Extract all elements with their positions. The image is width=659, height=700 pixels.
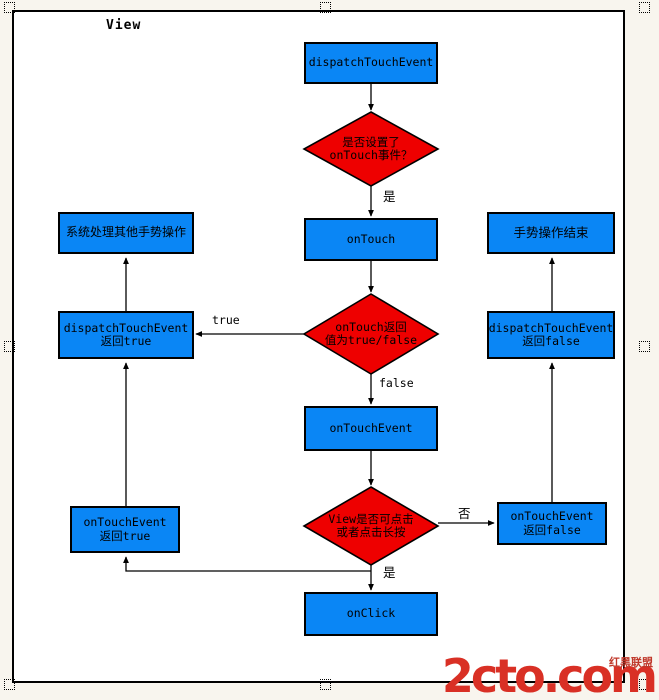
- node-dispatch-return-true[interactable]: dispatchTouchEvent 返回true: [58, 311, 194, 359]
- node-dispatch-touch-event[interactable]: dispatchTouchEvent: [304, 42, 438, 84]
- node-on-touch[interactable]: onTouch: [304, 218, 438, 261]
- node-dispatch-return-false[interactable]: dispatchTouchEvent 返回false: [487, 311, 615, 359]
- edge-label-yes-to-ontouch: 是: [383, 189, 396, 204]
- edge-label-yes-to-onclick: 是: [383, 565, 396, 580]
- crop-marker-top-center[interactable]: [320, 2, 331, 13]
- crop-marker-bottom-right[interactable]: [639, 679, 650, 690]
- node-on-touch-event[interactable]: onTouchEvent: [304, 406, 438, 451]
- edge-label-false: false: [379, 376, 414, 390]
- crop-marker-top-right[interactable]: [639, 2, 650, 13]
- node-on-click[interactable]: onClick: [304, 592, 438, 636]
- node-gesture-finished[interactable]: 手势操作结束: [487, 212, 615, 254]
- edge-label-no: 否: [458, 506, 471, 521]
- edge-label-true: true: [212, 313, 240, 327]
- node-on-touch-event-return-false[interactable]: onTouchEvent 返回false: [497, 502, 607, 545]
- crop-marker-middle-left[interactable]: [4, 341, 15, 352]
- crop-marker-bottom-left[interactable]: [4, 679, 15, 690]
- crop-marker-top-left[interactable]: [4, 2, 15, 13]
- node-on-touch-event-return-true[interactable]: onTouchEvent 返回true: [70, 506, 180, 553]
- crop-marker-bottom-center[interactable]: [320, 679, 331, 690]
- page-title: View: [106, 18, 142, 33]
- crop-marker-middle-right[interactable]: [639, 341, 650, 352]
- node-system-other-gesture[interactable]: 系统处理其他手势操作: [58, 212, 194, 254]
